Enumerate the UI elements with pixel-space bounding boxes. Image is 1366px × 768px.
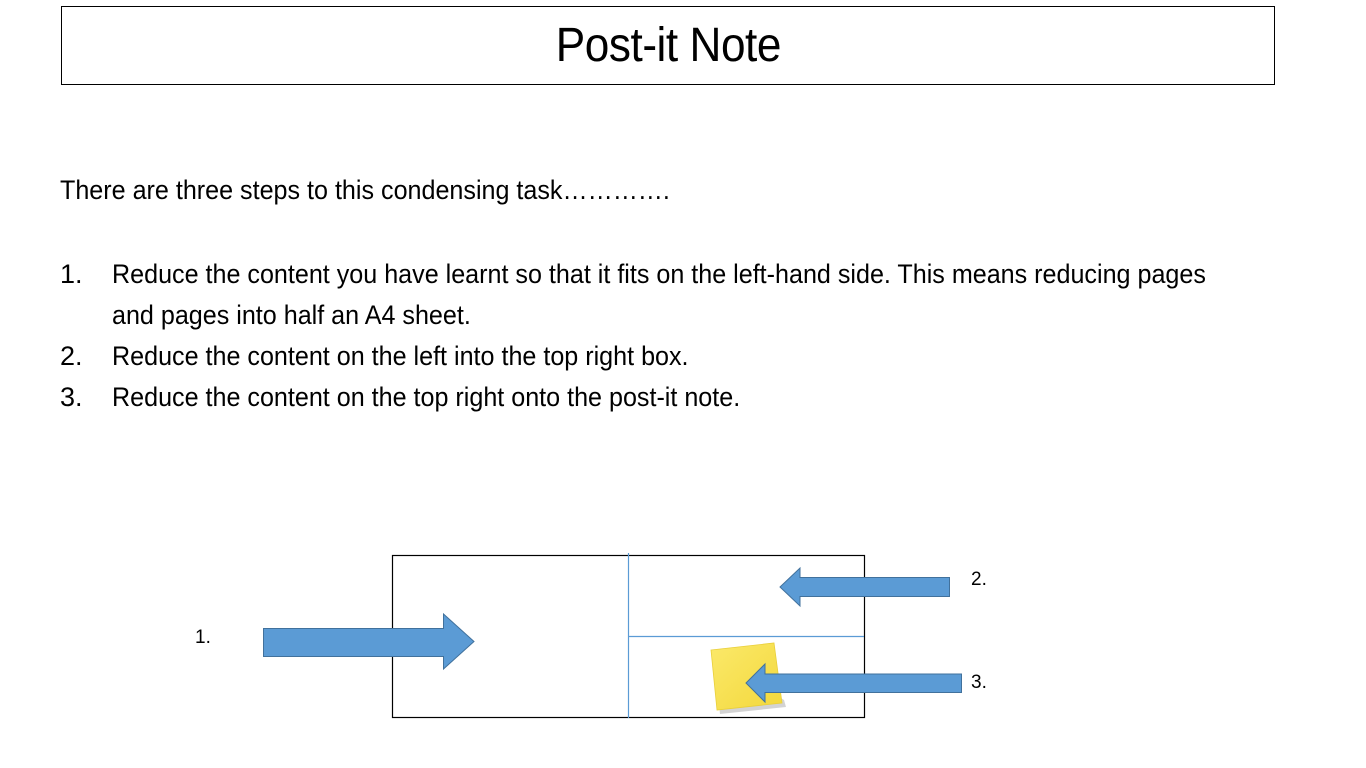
sticky-note-icon	[710, 642, 786, 714]
diagram-label-2: 2.	[971, 569, 987, 590]
step-number: 3.	[60, 382, 83, 412]
a4-sheet-box	[391, 554, 866, 719]
arrow-left-icon	[745, 662, 962, 704]
step-text: Reduce the content on the top right onto…	[112, 382, 741, 412]
step-item-1: 1. Reduce the content you have learnt so…	[60, 254, 1280, 336]
title-box: Post-it Note	[61, 6, 1275, 85]
intro-text: There are three steps to this condensing…	[60, 175, 670, 205]
step-item-3: 3. Reduce the content on the top right o…	[60, 377, 1280, 418]
step-number: 1.	[60, 259, 83, 289]
steps-list: 1. Reduce the content you have learnt so…	[60, 254, 1280, 418]
step-item-2: 2. Reduce the content on the left into t…	[60, 336, 1280, 377]
step-text: Reduce the content on the left into the …	[112, 341, 689, 371]
page-title: Post-it Note	[555, 18, 781, 72]
diagram-label-3: 3.	[971, 672, 987, 693]
diagram-label-1: 1.	[195, 627, 211, 648]
arrow-right-icon	[263, 612, 475, 671]
step-text: Reduce the content you have learnt so th…	[112, 259, 1206, 330]
step-number: 2.	[60, 341, 83, 371]
arrow-left-icon	[779, 566, 950, 608]
